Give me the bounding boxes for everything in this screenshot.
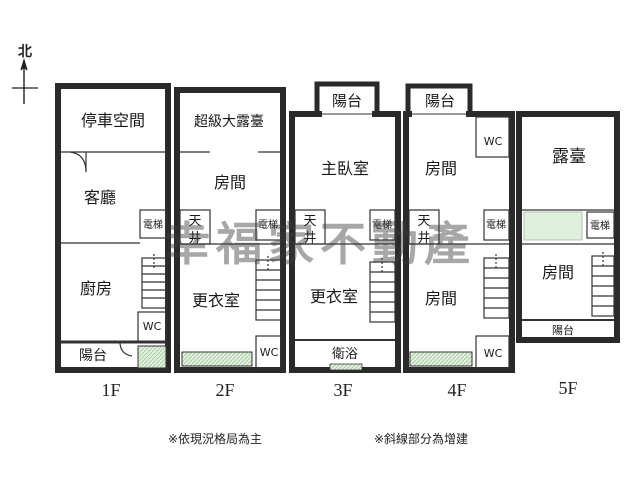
room-master: 主臥室 [321, 159, 369, 178]
room-bedroom: 房間 [214, 173, 246, 192]
room-living: 客廳 [84, 188, 116, 207]
room-elevator: 電梯 [372, 218, 392, 231]
floor-label: 4F [447, 380, 466, 400]
room-kitchen: 廚房 [80, 279, 112, 298]
north-arrow-icon [12, 57, 38, 104]
room-wc-top: WC [484, 135, 503, 148]
room-balcony: 陽台 [552, 323, 574, 337]
room-bath: 衛浴 [332, 347, 358, 362]
room-wc: WC [260, 346, 279, 359]
floor-2f: 超級大露臺 房間 天 井 電梯 更衣室 WC 2F [174, 87, 286, 400]
room-courtyard-2: 井 [417, 231, 430, 246]
room-balcony: 陽台 [332, 92, 362, 110]
room-courtyard-1: 天 [303, 214, 316, 229]
room-bedroom-2: 房間 [425, 289, 457, 308]
floor-label: 1F [101, 380, 120, 400]
room-elevator: 電梯 [486, 218, 506, 231]
room-courtyard-2: 井 [303, 231, 316, 246]
room-elevator: 電梯 [590, 219, 610, 232]
room-elevator: 電梯 [258, 218, 278, 231]
room-closet: 更衣室 [192, 291, 240, 310]
room-elevator: 電梯 [143, 218, 163, 231]
room-courtyard-1: 天 [417, 214, 430, 229]
room-balcony: 陽台 [79, 348, 107, 364]
floor-label: 5F [558, 378, 577, 398]
note-hatched-extension: ※斜線部分為增建 [374, 431, 468, 446]
compass-label: 北 [18, 44, 32, 60]
room-terrace: 超級大露臺 [194, 114, 264, 130]
room-balcony: 陽台 [425, 92, 455, 110]
floor-label: 3F [333, 380, 352, 400]
room-terrace: 露臺 [552, 147, 586, 167]
room-bedroom: 房間 [542, 263, 574, 282]
note-current-layout: ※依現況格局為主 [168, 431, 262, 446]
room-wc: WC [143, 320, 162, 333]
room-closet: 更衣室 [310, 287, 358, 306]
room-bedroom-1: 房間 [425, 159, 457, 178]
room-courtyard-1: 天 [188, 214, 201, 229]
floor-5f: 露臺 電梯 房間 陽台 5F [516, 111, 620, 398]
room-courtyard-2: 井 [188, 231, 201, 246]
room-parking: 停車空間 [81, 111, 145, 130]
floor-3f: 陽台 主臥室 天 井 電梯 更衣室 衛浴 3F [289, 81, 401, 400]
floor-1f: 停車空間 客廳 電梯 廚房 WC 陽台 1F [55, 83, 171, 400]
floor-4f: 陽台 WC 房間 天 井 電梯 房間 WC 4F [403, 83, 515, 400]
floor-label: 2F [215, 380, 234, 400]
room-wc: WC [484, 347, 503, 360]
